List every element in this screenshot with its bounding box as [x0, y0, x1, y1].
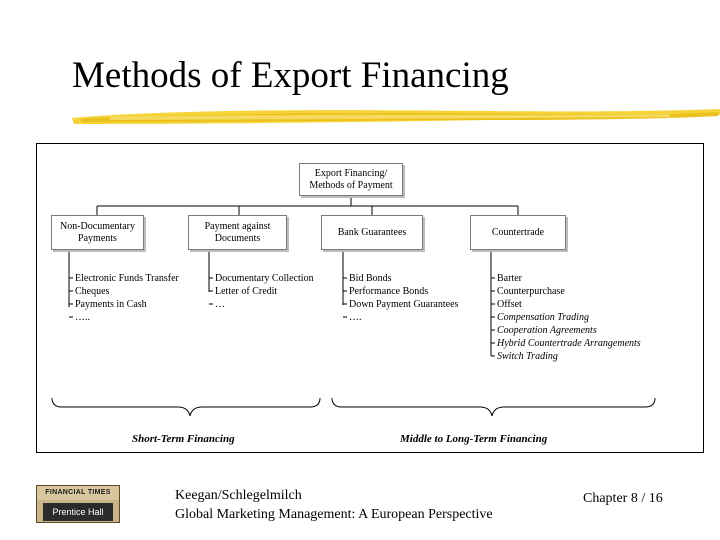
node-bank-guarantees: Bank Guarantees: [321, 215, 423, 250]
label-short-term-financing: Short-Term Financing: [132, 433, 235, 445]
list-item: ….: [349, 312, 362, 323]
list-item: Barter: [497, 273, 522, 284]
list-item: Offset: [497, 299, 522, 310]
list-item: Switch Trading: [497, 351, 558, 362]
brace-long-term: [331, 397, 656, 417]
node-bank-guarantees-line1: Bank Guarantees: [337, 226, 407, 238]
publisher-logo: FINANCIAL TIMES Prentice Hall: [36, 485, 120, 523]
list-item: Payments in Cash: [75, 299, 147, 310]
list-item: Documentary Collection: [215, 273, 314, 284]
node-export-financing-line2: Methods of Payment: [309, 179, 393, 191]
node-countertrade: Countertrade: [470, 215, 566, 250]
list-countertrade: Barter Counterpurchase Offset Compensati…: [497, 272, 641, 363]
list-item: Letter of Credit: [215, 286, 278, 297]
list-item: Counterpurchase: [497, 286, 565, 297]
list-non-documentary: Electronic Funds Transfer Cheques Paymen…: [75, 272, 179, 324]
chapter-page-number: Chapter 8 / 16: [583, 491, 663, 506]
brace-short-term: [51, 397, 321, 417]
node-payment-against-line2: Documents: [214, 232, 261, 244]
list-item: Performance Bonds: [349, 286, 429, 297]
list-bank-guarantees: Bid Bonds Performance Bonds Down Payment…: [349, 272, 458, 324]
node-non-documentary-line2: Payments: [78, 232, 117, 244]
logo-financial-times: FINANCIAL TIMES: [37, 486, 119, 500]
list-item: Hybrid Countertrade Arrangements: [497, 338, 641, 349]
node-payment-against-line1: Payment against: [204, 220, 271, 232]
list-item: Compensation Trading: [497, 312, 589, 323]
logo-prentice-hall: Prentice Hall: [43, 503, 113, 521]
label-long-term-financing: Middle to Long-Term Financing: [400, 433, 548, 445]
node-export-financing: Export Financing/ Methods of Payment: [299, 163, 403, 196]
list-item: Electronic Funds Transfer: [75, 273, 179, 284]
list-item: Cheques: [75, 286, 110, 297]
footer-authors: Keegan/Schlegelmilch: [175, 488, 302, 503]
list-payment-against-documents: Documentary Collection Letter of Credit …: [215, 272, 314, 311]
footer-book-title: Global Marketing Management: A European …: [175, 507, 493, 522]
list-item: …..: [75, 312, 90, 323]
list-item: Down Payment Guarantees: [349, 299, 459, 310]
slide-title: Methods of Export Financing: [72, 55, 509, 96]
list-item: Bid Bonds: [349, 273, 392, 284]
footer-citation: Keegan/Schlegelmilch Global Marketing Ma…: [175, 486, 493, 524]
node-non-documentary-payments: Non-Documentary Payments: [51, 215, 144, 250]
node-payment-against-documents: Payment against Documents: [188, 215, 287, 250]
node-export-financing-line1: Export Financing/: [314, 167, 388, 179]
node-countertrade-line1: Countertrade: [491, 226, 545, 238]
node-non-documentary-line1: Non-Documentary: [60, 220, 135, 232]
list-item: …: [215, 299, 225, 310]
list-item: Cooperation Agreements: [497, 325, 597, 336]
title-underline-brushstroke: [72, 109, 720, 124]
diagram-frame: [36, 143, 704, 453]
